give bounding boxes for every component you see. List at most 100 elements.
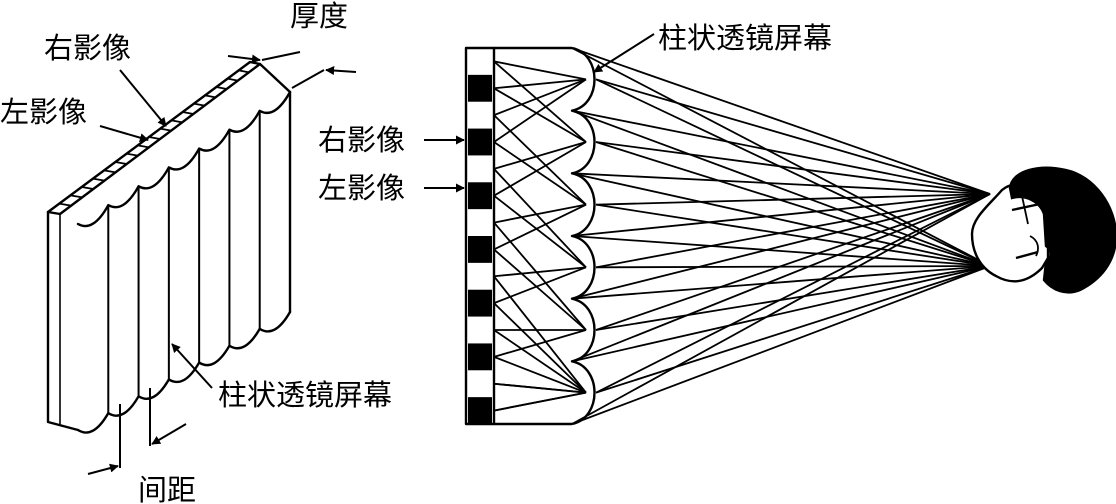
image-stripe	[136, 144, 150, 149]
image-stripe	[114, 161, 128, 165]
image-strip-dark-block	[468, 289, 492, 317]
image-stripe	[69, 194, 84, 199]
inner-ray	[493, 78, 587, 143]
screen-pointer-left	[171, 343, 213, 389]
image-stripe	[159, 127, 173, 132]
inner-ray	[493, 87, 587, 143]
thickness-dimension	[227, 51, 357, 89]
label-right-image-left: 右影像	[44, 31, 131, 65]
head-hair	[1008, 166, 1116, 294]
light-ray	[571, 235, 991, 267]
eye-upper	[1011, 202, 1041, 212]
light-ray	[595, 265, 991, 394]
thickness-arrow-left	[227, 54, 261, 64]
image-stripe	[80, 186, 95, 190]
inner-ray	[493, 391, 587, 412]
inner-ray	[493, 221, 587, 331]
nose-line	[1021, 195, 1029, 225]
inner-ray	[493, 203, 587, 251]
light-ray	[595, 203, 991, 267]
lens-column-lines	[107, 109, 261, 415]
right-image-pointer-left	[119, 69, 167, 127]
image-strip-dark-block	[468, 343, 492, 371]
light-ray	[571, 265, 991, 300]
lenticular-sheet-isometric	[46, 60, 292, 434]
inner-ray	[493, 203, 587, 224]
image-stripe	[91, 177, 106, 182]
inner-ray	[493, 141, 587, 206]
image-stripe	[192, 102, 206, 107]
inner-ray	[493, 382, 587, 394]
light-ray	[571, 193, 991, 425]
light-ray	[571, 265, 991, 363]
light-rays	[493, 47, 991, 425]
image-stripe	[148, 136, 161, 140]
light-ray	[595, 193, 991, 331]
image-stripe	[226, 77, 239, 82]
light-ray	[595, 193, 991, 394]
inner-ray	[493, 275, 587, 394]
light-ray	[571, 172, 991, 195]
image-stripes	[58, 69, 250, 207]
spacing-arrow-right	[151, 423, 187, 445]
light-ray	[595, 193, 991, 269]
inner-ray	[493, 168, 587, 268]
image-stripe	[103, 169, 117, 174]
light-ray	[595, 265, 991, 269]
light-ray	[571, 193, 991, 237]
light-ray	[571, 172, 991, 267]
lens-scallop-bottom	[76, 310, 292, 434]
image-stripe	[204, 94, 217, 99]
light-ray	[595, 141, 991, 195]
lens-profile	[570, 46, 596, 426]
label-screen-left: 柱状透镜屏幕	[218, 378, 392, 412]
left-image-pointer-left	[99, 125, 149, 143]
sheet-front-edge	[46, 210, 80, 432]
light-ray	[571, 109, 991, 267]
inner-ray	[493, 248, 587, 331]
viewer-head	[970, 166, 1116, 294]
light-ray	[595, 78, 991, 267]
lens-scallop-top	[76, 90, 292, 228]
image-strip-dark-block	[468, 182, 492, 210]
inner-ray	[493, 114, 587, 206]
light-ray	[595, 78, 991, 195]
image-strip-blocks	[468, 74, 492, 424]
light-ray	[571, 265, 991, 425]
inner-ray	[493, 60, 587, 143]
cheek-line	[1029, 235, 1039, 257]
image-strip-dark-block	[468, 128, 492, 156]
inner-ray	[493, 141, 587, 170]
image-strip-dark-block	[468, 74, 492, 102]
inner-ray	[493, 302, 587, 394]
light-ray	[595, 141, 991, 267]
light-ray	[571, 193, 991, 300]
label-left-image-left: 左影像	[0, 95, 87, 129]
spacing-arrow-left	[87, 463, 119, 475]
inner-ray	[493, 78, 587, 116]
image-stripe	[125, 152, 139, 157]
inner-ray	[493, 356, 587, 394]
image-strip-dark-block	[468, 236, 492, 263]
inner-ray	[493, 329, 587, 358]
inner-ray	[493, 329, 587, 394]
thickness-ext-line-1	[261, 51, 301, 61]
light-ray	[571, 47, 991, 195]
inner-ray	[493, 141, 587, 197]
label-screen-right: 柱状透镜屏幕	[658, 21, 832, 55]
screen-pointer-right	[593, 33, 655, 73]
screen-cross-section	[464, 46, 596, 426]
sheet-back-top-edge	[258, 62, 292, 94]
inner-ray	[493, 60, 587, 81]
label-right-image-right: 右影像	[318, 123, 405, 157]
inner-ray	[493, 266, 587, 304]
label-thickness: 厚度	[290, 0, 348, 33]
image-stripe	[237, 69, 250, 74]
inner-ray	[493, 195, 587, 269]
thickness-ext-line-2	[291, 69, 325, 89]
label-spacing: 间距	[138, 473, 196, 504]
light-ray	[571, 193, 991, 363]
image-stripe	[181, 111, 195, 115]
